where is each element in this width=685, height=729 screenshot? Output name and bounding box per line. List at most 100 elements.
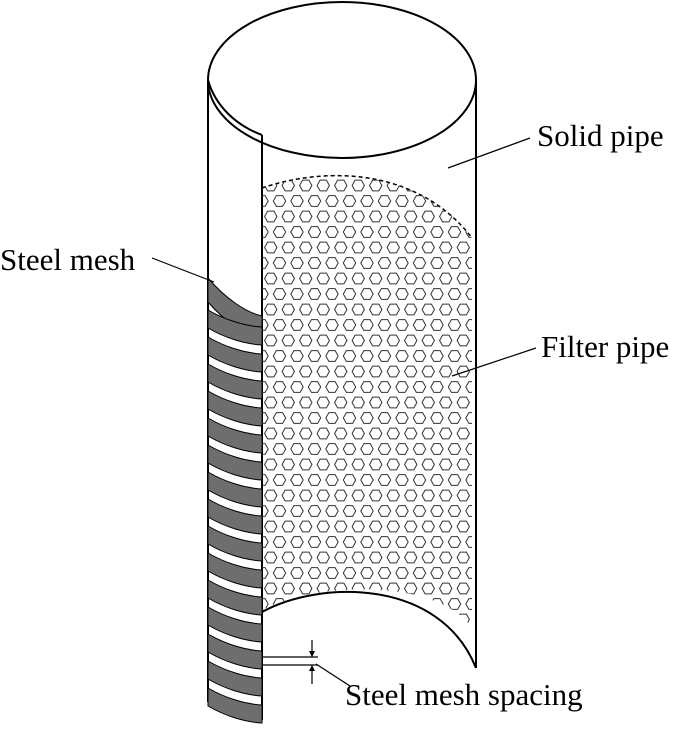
perforation-hole bbox=[404, 303, 418, 316]
perforation-hole bbox=[264, 396, 278, 409]
perforation-hole bbox=[360, 567, 374, 579]
steel-mesh-band bbox=[207, 309, 263, 346]
perforation-hole bbox=[412, 226, 427, 238]
perforation-hole bbox=[342, 350, 357, 362]
perforation-hole bbox=[307, 443, 322, 455]
perforation-hole bbox=[412, 412, 427, 424]
perforation-hole bbox=[377, 567, 392, 579]
perforation-hole bbox=[351, 334, 365, 347]
perforation-hole bbox=[316, 365, 330, 378]
perforation-hole bbox=[421, 396, 435, 409]
perforation-hole bbox=[421, 365, 435, 378]
perforation-hole bbox=[395, 226, 409, 238]
perforation-hole bbox=[326, 630, 338, 641]
perforation-hole bbox=[369, 272, 383, 285]
perforation-hole bbox=[430, 505, 444, 517]
perforation-hole bbox=[290, 443, 304, 455]
perforation-hole bbox=[395, 381, 409, 393]
perforation-hole bbox=[290, 257, 304, 269]
perforation-hole bbox=[412, 536, 427, 548]
perforation-hole bbox=[351, 365, 365, 378]
perforation-hole bbox=[360, 319, 374, 331]
perforation-hole bbox=[377, 175, 392, 176]
perforation-hole bbox=[290, 350, 304, 362]
perforation-hole bbox=[404, 551, 418, 564]
steel-mesh-bands bbox=[207, 276, 263, 724]
steel-mesh-band bbox=[207, 363, 263, 400]
perforation-hole bbox=[412, 319, 427, 331]
perforation-hole bbox=[412, 175, 427, 176]
perforation-hole bbox=[395, 567, 409, 579]
perforation-hole bbox=[456, 396, 470, 409]
perforation-hole bbox=[456, 427, 470, 440]
perforation-hole bbox=[307, 505, 322, 517]
perforation-hole bbox=[272, 567, 287, 579]
perforation-hole bbox=[360, 257, 374, 269]
perforation-hole bbox=[465, 536, 472, 548]
perforation-hole bbox=[264, 551, 278, 564]
perforation-hole bbox=[430, 598, 444, 610]
perforation-hole bbox=[307, 288, 322, 300]
perforation-hole bbox=[369, 179, 383, 192]
solid-pipe-leader bbox=[447, 137, 531, 169]
perforation-hole bbox=[456, 489, 470, 502]
perforation-hole bbox=[386, 551, 400, 564]
perforation-hole bbox=[439, 551, 453, 564]
perforation-hole bbox=[325, 567, 339, 579]
perforation-hole bbox=[456, 334, 470, 347]
perforation-hole bbox=[325, 381, 339, 393]
perforation-hole bbox=[421, 272, 435, 285]
steel-mesh-leader bbox=[151, 257, 215, 283]
perforation-hole bbox=[395, 257, 409, 269]
perforation-hole bbox=[316, 489, 330, 502]
perforation-hole bbox=[262, 257, 269, 269]
perforation-hole bbox=[281, 551, 295, 564]
perforation-hole bbox=[291, 630, 303, 641]
perforation-hole bbox=[386, 427, 400, 440]
perforation-hole bbox=[386, 303, 400, 316]
perforation-hole bbox=[351, 210, 365, 223]
perforation-hole bbox=[369, 427, 383, 440]
perforation-hole bbox=[456, 613, 470, 626]
perforation-hole bbox=[377, 536, 392, 548]
perforation-hole bbox=[412, 257, 427, 269]
perforation-hole bbox=[273, 630, 285, 641]
perforation-hole bbox=[272, 195, 287, 207]
perforation-hole bbox=[412, 443, 427, 455]
perforation-hole bbox=[404, 241, 418, 254]
perforation-hole bbox=[412, 505, 427, 517]
steel-mesh-band bbox=[207, 579, 263, 616]
perforation-hole bbox=[334, 520, 348, 533]
perforation-hole bbox=[264, 272, 278, 285]
perforation-hole bbox=[351, 520, 365, 533]
perforation-hole bbox=[281, 458, 295, 471]
leader-lines bbox=[151, 137, 537, 687]
perforation-hole bbox=[316, 241, 330, 254]
perforation-hole bbox=[307, 598, 322, 610]
perforation-hole bbox=[447, 474, 462, 486]
perforation-hole bbox=[369, 303, 383, 316]
perforation-hole bbox=[421, 520, 435, 533]
perforation-hole bbox=[430, 226, 444, 238]
perforation-hole bbox=[421, 303, 435, 316]
spacing-dimension bbox=[262, 640, 318, 684]
perforation-hole bbox=[430, 474, 444, 486]
steel-mesh-band bbox=[207, 417, 263, 454]
steel-mesh-band bbox=[207, 336, 263, 373]
perforation-hole bbox=[439, 334, 453, 347]
perforation-hole bbox=[325, 175, 339, 176]
perforation-hole bbox=[299, 613, 313, 626]
perforation-hole bbox=[439, 427, 453, 440]
filter-pipe-leader bbox=[451, 347, 537, 377]
perforation-hole bbox=[386, 334, 400, 347]
perforation-hole bbox=[369, 210, 383, 223]
perforation-hole bbox=[262, 567, 269, 579]
perforation-hole bbox=[272, 257, 287, 269]
perforation-hole bbox=[299, 334, 313, 347]
perforation-hole bbox=[325, 350, 339, 362]
perforation-hole bbox=[377, 412, 392, 424]
perforation-hole bbox=[386, 210, 400, 223]
perforation-hole bbox=[360, 226, 374, 238]
perforation-hole bbox=[334, 396, 348, 409]
perforation-hole bbox=[439, 396, 453, 409]
